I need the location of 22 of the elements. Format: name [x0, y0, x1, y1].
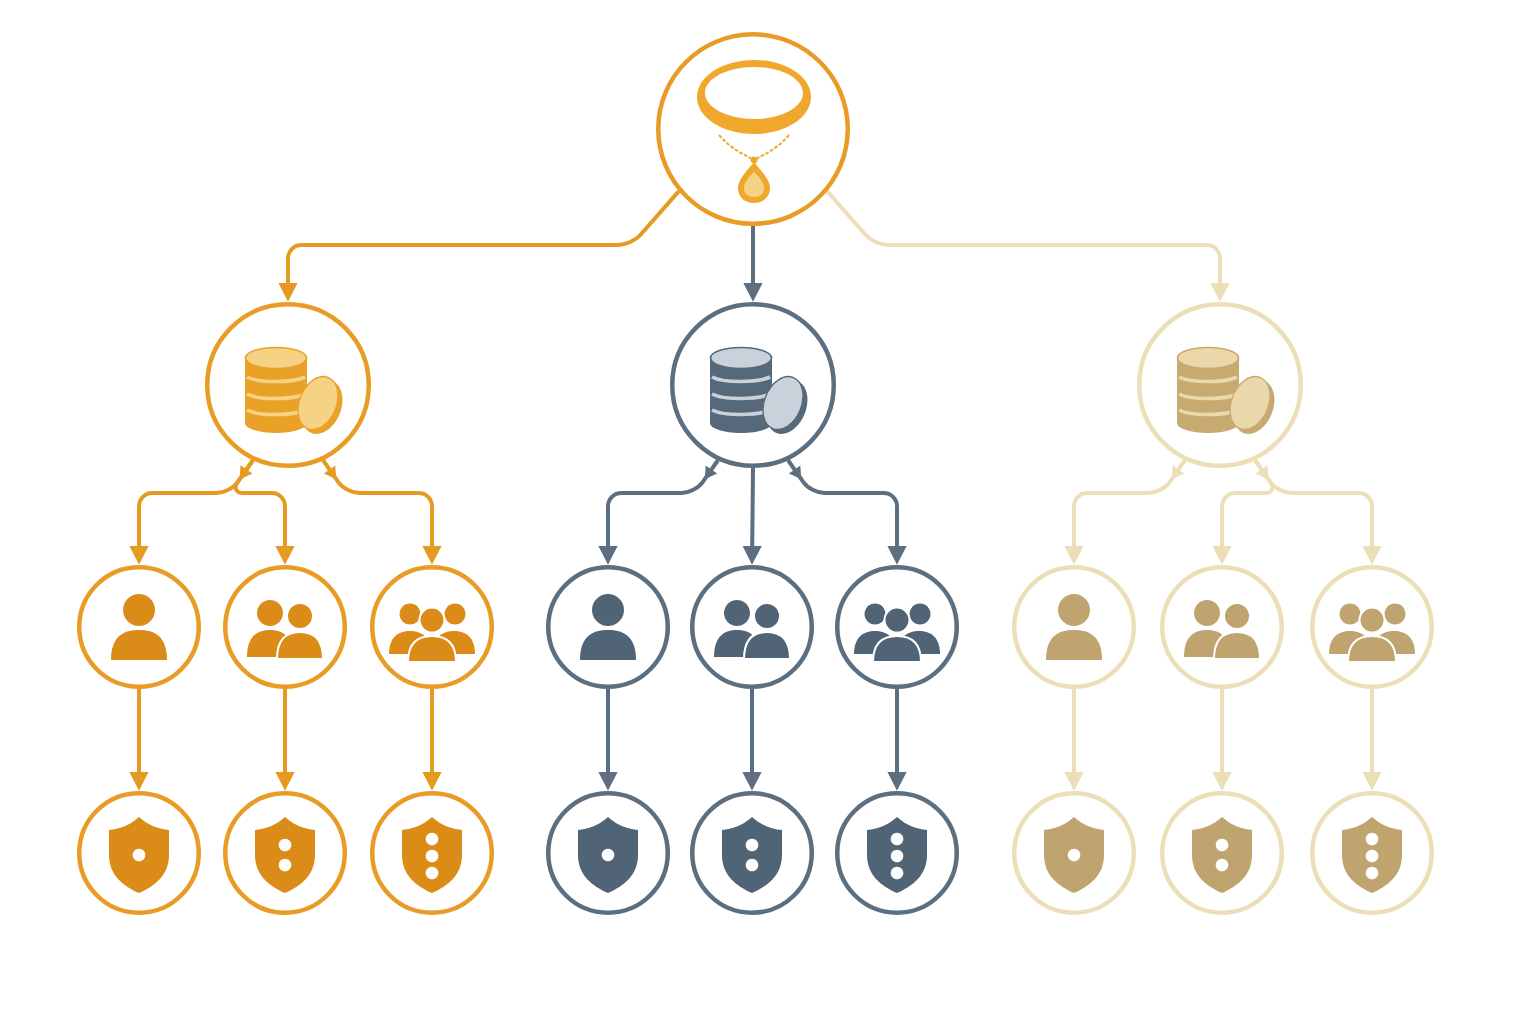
icon-circle — [835, 791, 959, 915]
icon-circle — [223, 791, 347, 915]
icon-circle — [1012, 565, 1136, 689]
icon-circle — [77, 791, 201, 915]
icon-circle — [1310, 565, 1434, 689]
icon-circle — [1137, 302, 1303, 468]
icon-circle — [835, 565, 959, 689]
icon-circle — [223, 565, 347, 689]
icon-circle — [77, 565, 201, 689]
icon-circle — [690, 791, 814, 915]
icon-circle — [370, 791, 494, 915]
icon-circle — [690, 565, 814, 689]
icon-circle — [1160, 791, 1284, 915]
icon-circle — [205, 302, 371, 468]
icon-circle — [656, 32, 850, 226]
icon-circle — [370, 565, 494, 689]
icon-circle — [546, 791, 670, 915]
icon-circle — [1310, 791, 1434, 915]
icon-circle — [1160, 565, 1284, 689]
icon-circle — [670, 302, 836, 468]
icon-circle — [546, 565, 670, 689]
icon-circle — [1012, 791, 1136, 915]
